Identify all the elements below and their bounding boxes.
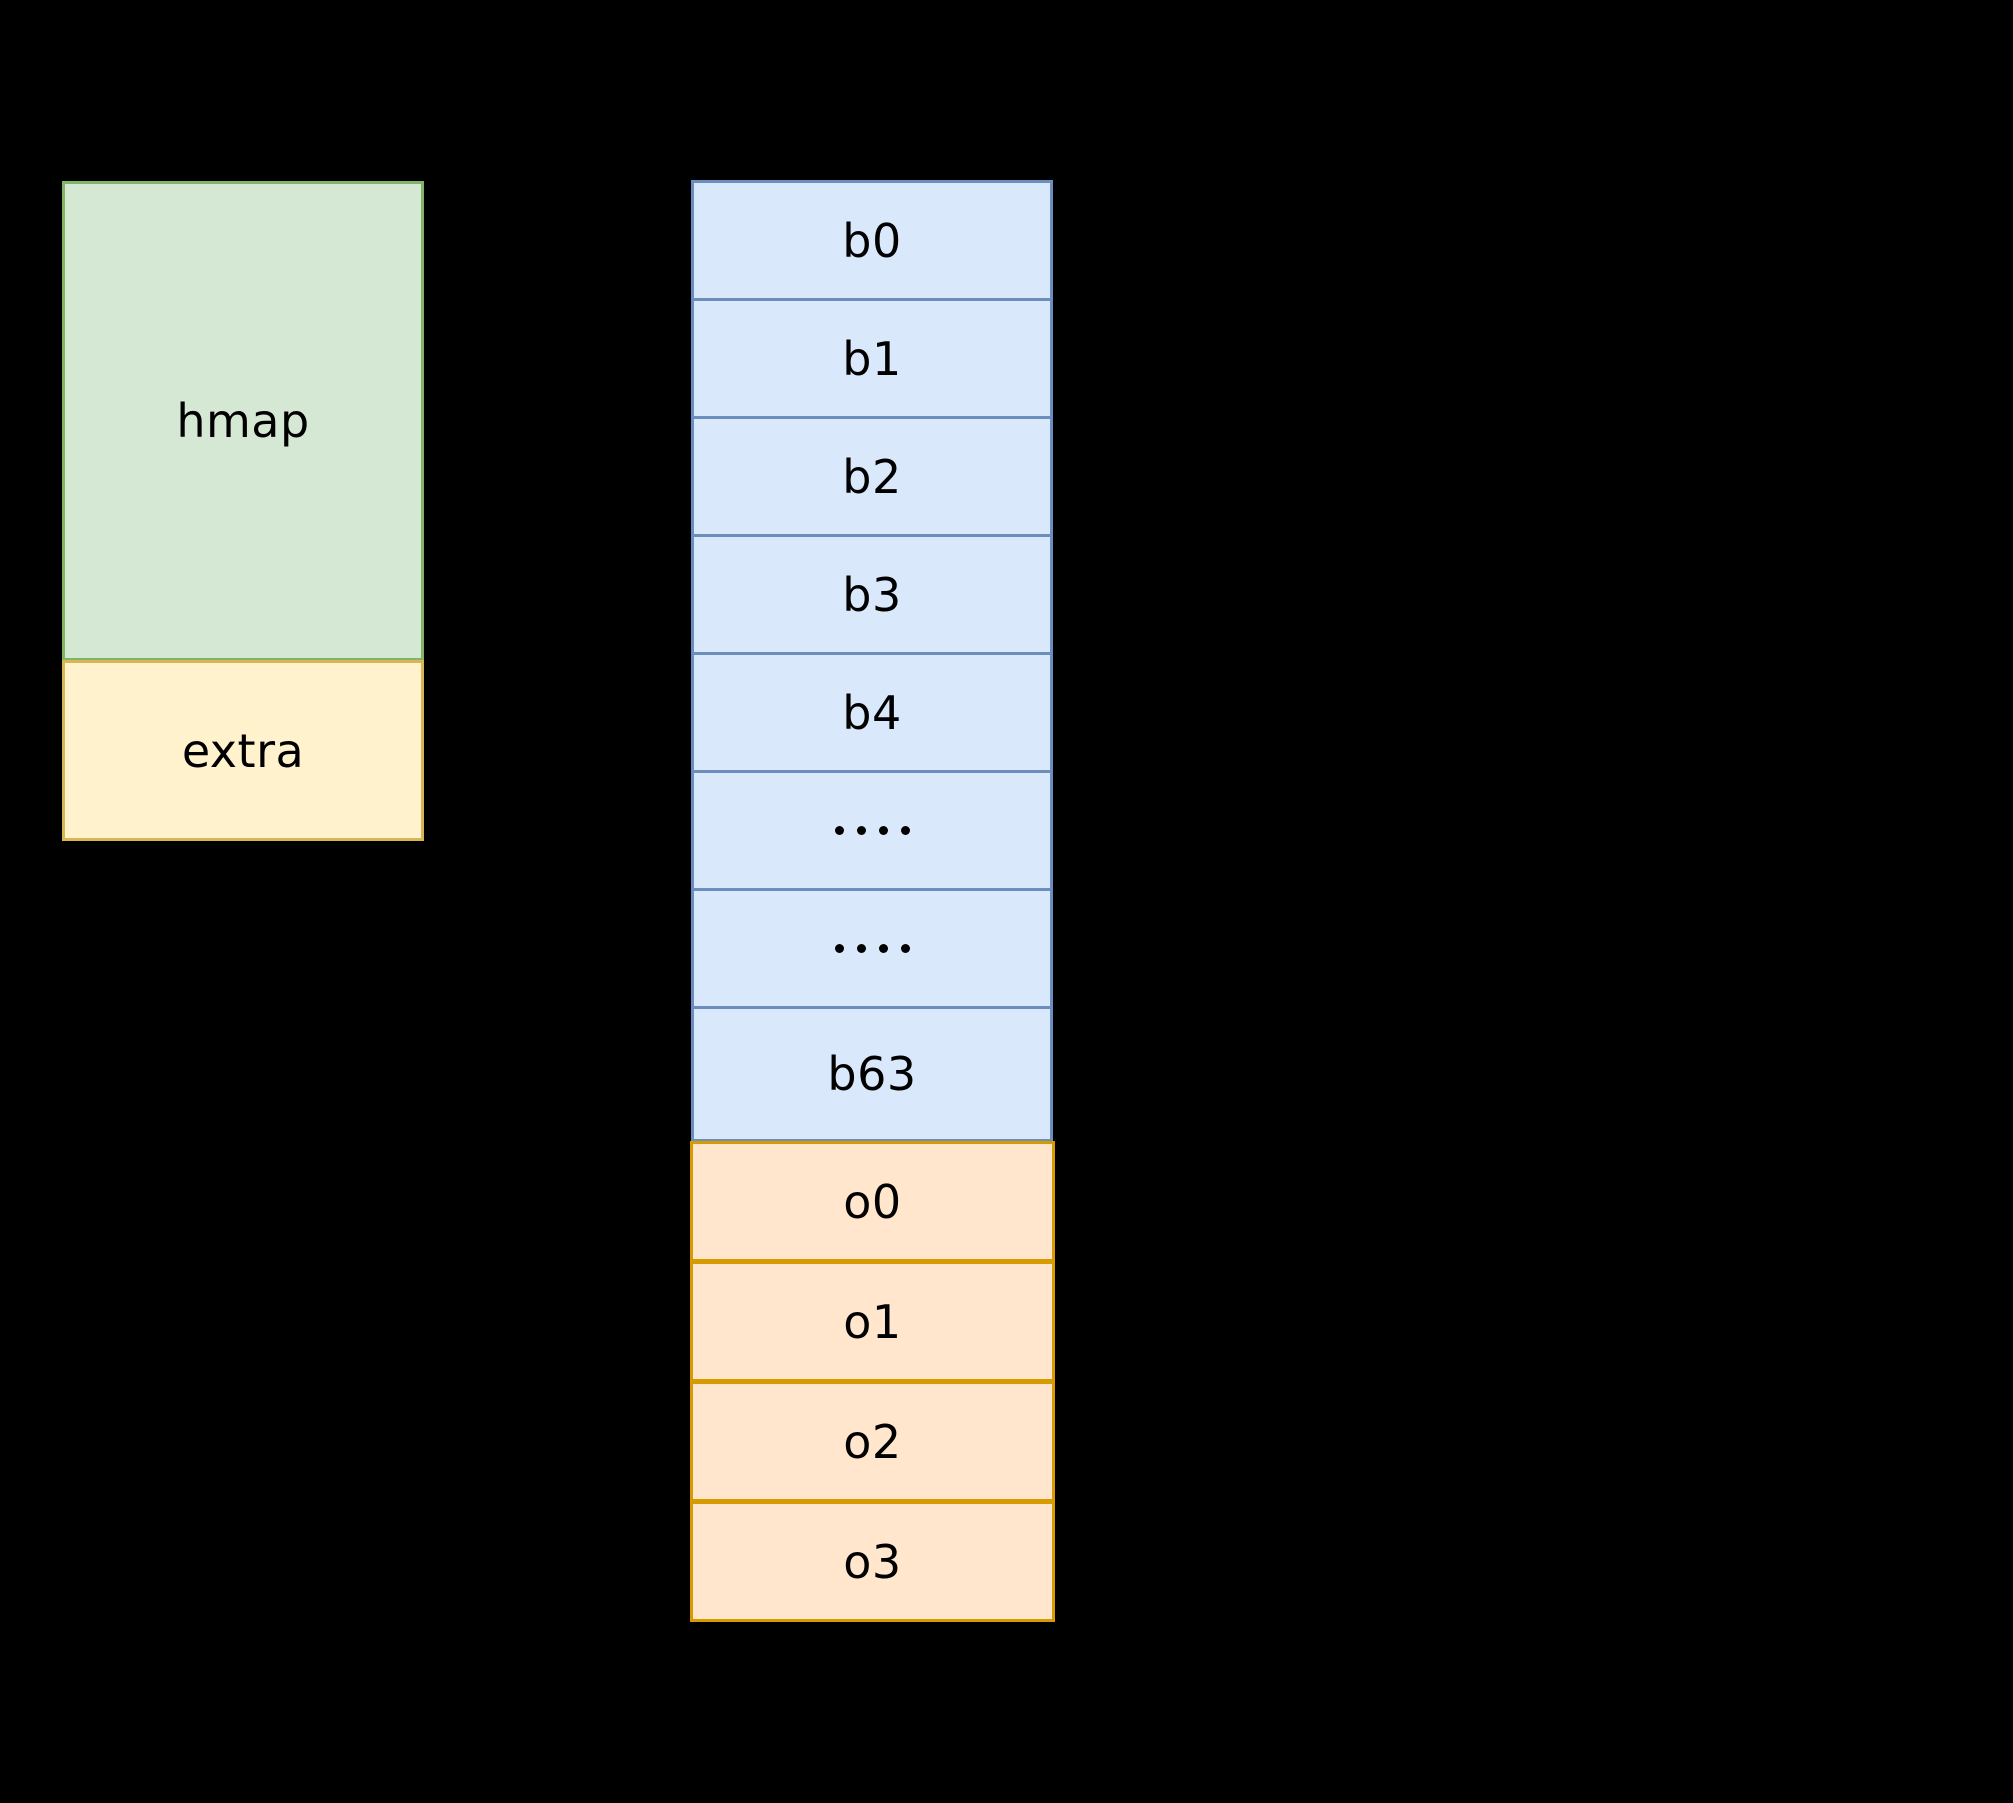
buckets-array: b0 b1 b2 b3 b4 b63 <box>691 180 1053 1142</box>
overflow-buckets-array: o0 o1 o2 o3 <box>690 1141 1055 1623</box>
ellipsis-icon <box>834 944 910 953</box>
overflow-cell-o2: o2 <box>690 1381 1055 1502</box>
bucket-cell-label: b4 <box>842 685 902 740</box>
bucket-cell-b0: b0 <box>691 180 1053 301</box>
ellipsis-icon <box>834 826 910 835</box>
bucket-cell-label: b0 <box>842 213 902 268</box>
overflow-cell-o3: o3 <box>690 1501 1055 1622</box>
bucket-cell-label: b1 <box>842 331 902 386</box>
bucket-cell-ellipsis-2 <box>691 888 1053 1009</box>
extra-block: extra <box>62 660 424 841</box>
overflow-cell-label: o3 <box>843 1534 902 1589</box>
hmap-block: hmap <box>62 181 424 661</box>
hmap-block-label: hmap <box>176 394 310 448</box>
bucket-cell-label: b2 <box>842 449 902 504</box>
bucket-cell-b4: b4 <box>691 652 1053 773</box>
bucket-cell-b63: b63 <box>691 1006 1053 1142</box>
bucket-cell-label: b3 <box>842 567 902 622</box>
overflow-cell-o1: o1 <box>690 1261 1055 1382</box>
overflow-cell-label: o0 <box>843 1174 902 1229</box>
overflow-cell-label: o1 <box>843 1294 902 1349</box>
map-header-struct: hmap extra <box>62 181 424 841</box>
overflow-cell-o0: o0 <box>690 1141 1055 1262</box>
bucket-cell-b2: b2 <box>691 416 1053 537</box>
bucket-cell-label: b63 <box>827 1047 917 1101</box>
bucket-cell-ellipsis-1 <box>691 770 1053 891</box>
extra-block-label: extra <box>181 723 305 778</box>
bucket-cell-b3: b3 <box>691 534 1053 655</box>
bucket-cell-b1: b1 <box>691 298 1053 419</box>
overflow-cell-label: o2 <box>843 1414 902 1469</box>
